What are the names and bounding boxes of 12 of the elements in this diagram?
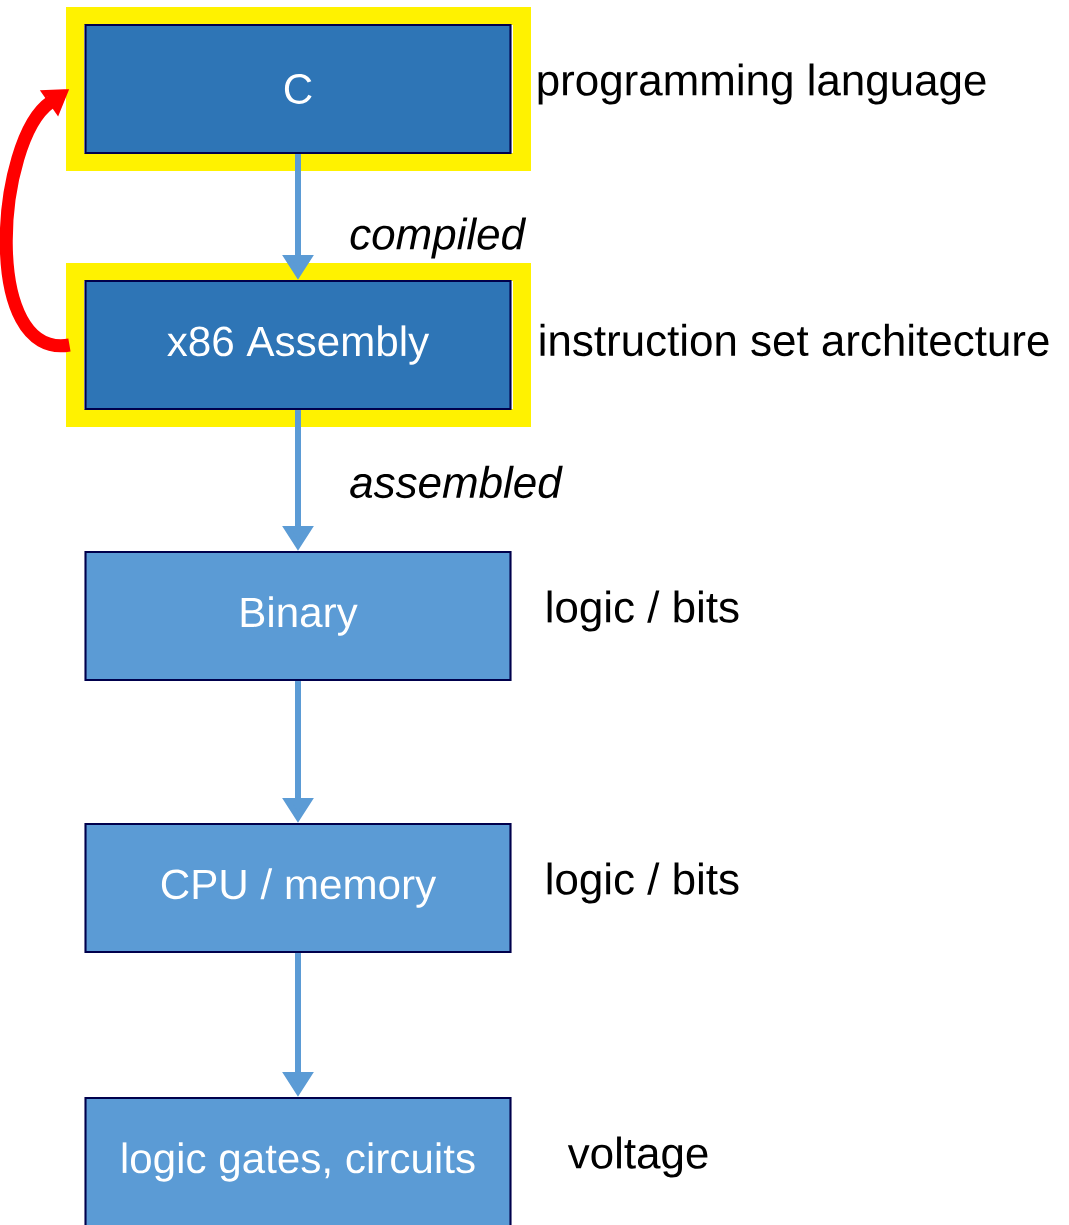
edge-label: compiled — [350, 217, 527, 259]
layer-label: instruction set architecture — [540, 323, 1049, 357]
layer-label: logic / bits — [547, 590, 739, 632]
process-box: x86 Assembly — [84, 279, 512, 411]
layer-label: programming language — [538, 63, 986, 105]
process-box: CPU / memory — [84, 822, 512, 954]
process-box: logic gates, circuits — [84, 1096, 512, 1225]
layer-label: logic / bits — [547, 862, 739, 904]
process-box: C — [84, 23, 512, 155]
edge-label: assembled — [350, 465, 563, 499]
layer-label: voltage — [567, 1136, 708, 1178]
process-box: Binary — [84, 550, 512, 682]
